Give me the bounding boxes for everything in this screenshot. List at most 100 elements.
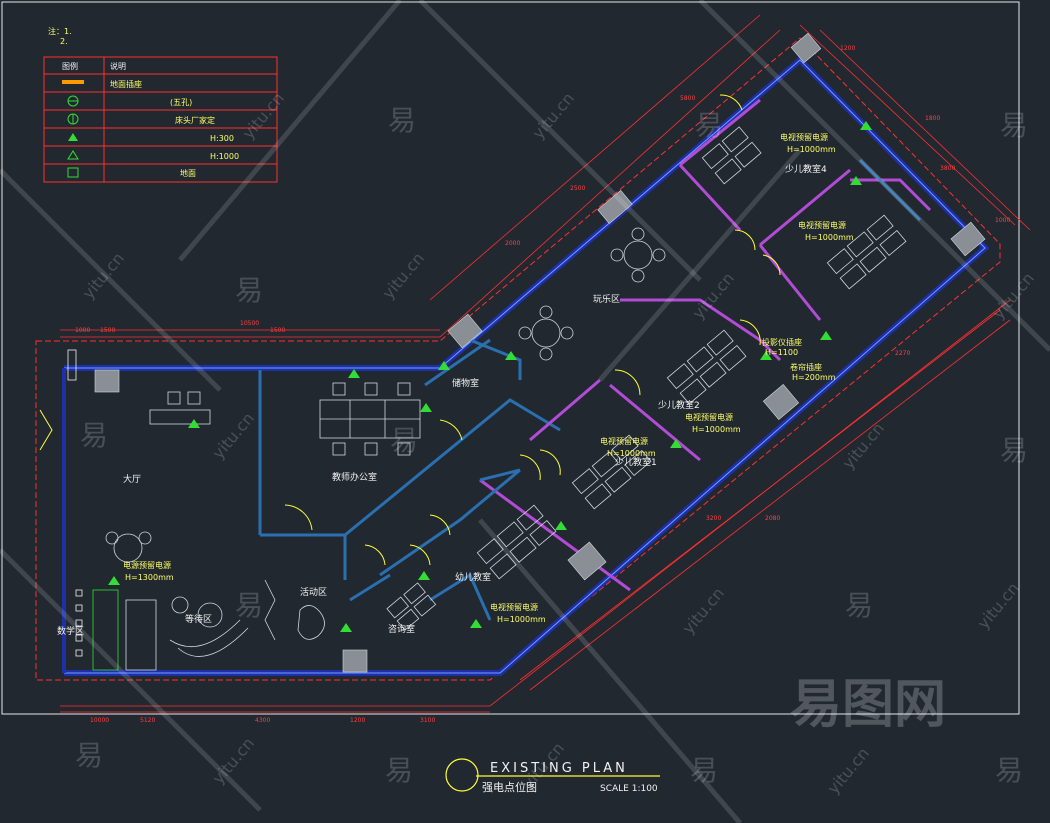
watermark-glyph: 易 (995, 754, 1023, 787)
structural-columns (94, 32, 986, 673)
callout-projector-height: H=1100 (765, 348, 798, 357)
note-line-1: 注：1. (48, 26, 72, 36)
watermark-domain: yitu.cn (839, 419, 888, 473)
room-activity: 活动区 (300, 586, 327, 598)
interior-partitions (258, 98, 932, 621)
room-reception: 数学区 (57, 625, 84, 637)
wall-outlet-icon (67, 95, 79, 107)
power-outlets (108, 121, 872, 632)
outlet-icon (67, 150, 79, 160)
exterior-walls (35, 37, 1001, 681)
watermark-glyph: 易 (845, 589, 873, 622)
floor-outlet-icon (67, 167, 79, 178)
dim-label: 2270 (895, 350, 910, 357)
room-consult: 咨询室 (388, 623, 415, 635)
watermark-glyph: 易 (235, 274, 263, 307)
callout-tv-height-2: H=1000mm (692, 425, 741, 434)
title-block: EXISTING PLAN 强电点位图 SCALE 1:100 (445, 758, 660, 794)
watermark-glyph: 易 (695, 109, 723, 142)
watermark-logo: 易图网 (790, 675, 946, 735)
legend-row-2: (五孔) (170, 98, 192, 107)
callout-reserve-power: 电源预留电源 (123, 560, 171, 570)
doors (39, 94, 781, 566)
outlet-icon (67, 113, 79, 125)
watermark-glyph: 易 (80, 419, 108, 452)
dim-label: 5120 (140, 717, 155, 724)
dim-label: 3200 (706, 515, 721, 522)
watermark-domain: yitu.cn (209, 734, 258, 788)
dimension-labels: 10500 1000 1500 1500 4300 3100 10000 120… (75, 45, 1010, 724)
watermark-domain: yitu.cn (824, 744, 873, 798)
legend-header-icon: 图例 (62, 61, 78, 71)
watermark-domain: yitu.cn (239, 89, 288, 143)
plan-scale: SCALE 1:100 (600, 784, 658, 794)
dim-label: 2080 (765, 515, 780, 522)
watermark-glyph: 易 (1000, 434, 1028, 467)
legend-row-4: H:300 (210, 134, 234, 143)
callout-tv-power-1: 电视预留电源 (600, 436, 648, 446)
watermark-glyph: 易 (1000, 109, 1028, 142)
watermark-domain: yitu.cn (679, 584, 728, 638)
dim-label: 3100 (420, 717, 435, 724)
watermark-domain: yitu.cn (209, 409, 258, 463)
watermark-glyph: 易 (690, 754, 718, 787)
dimension-lines (60, 14, 1031, 713)
room-infant: 幼儿教室 (455, 571, 491, 583)
legend-header-desc: 说明 (110, 61, 126, 71)
callout-curtain-height: H=200mm (792, 373, 836, 382)
note-line-2: 2. (60, 37, 68, 46)
dim-label: 1000 (995, 217, 1010, 224)
watermark-domain: yitu.cn (974, 579, 1023, 633)
dim-label: 1200 (350, 717, 365, 724)
legend-row-3: 床头厂家定 (175, 115, 215, 125)
watermark-glyph: 易 (235, 589, 263, 622)
dim-label: 2000 (505, 240, 520, 247)
callout-tv-power-2: 电视预留电源 (685, 412, 733, 422)
legend-row-5: H:1000 (210, 152, 239, 161)
callout-tv-height-3: H=1000mm (497, 615, 546, 624)
power-strip-icon (62, 80, 84, 84)
room-storage: 储物室 (452, 377, 479, 389)
dim-label: 1500 (270, 327, 285, 334)
watermark-glyph: 易 (388, 104, 416, 137)
room-youth1: 少儿教室1 (615, 456, 657, 468)
plan-title: EXISTING PLAN (490, 761, 628, 776)
room-play: 玩乐区 (593, 293, 620, 305)
room-youth4: 少儿教室4 (785, 163, 827, 175)
callout-tv-height-4: H=1000mm (787, 145, 836, 154)
callout-projector: 投影仪插座 (762, 337, 802, 347)
legend-row-1: 地面插座 (110, 79, 142, 89)
watermark-glyph: 易 (390, 424, 418, 457)
callout-tv-power-5: 电视预留电源 (798, 220, 846, 230)
drawing-frame (1, 1, 1020, 715)
dim-label: 10000 (90, 717, 109, 724)
dim-label: 10500 (240, 320, 259, 327)
dim-label: 5800 (680, 95, 695, 102)
watermark-glyph: 易 (75, 739, 103, 772)
furniture (67, 126, 907, 671)
dim-label: 1000 (75, 327, 90, 334)
callout-tv-height-1: H=1000mm (607, 449, 656, 458)
callout-reserve-height: H=1300mm (125, 573, 174, 582)
callout-curtain: 卷帘插座 (790, 362, 822, 372)
callout-tv-power-4: 电视预留电源 (780, 132, 828, 142)
watermark-glyph: 易 (385, 754, 413, 787)
room-office: 教师办公室 (332, 471, 377, 483)
plan-subtitle: 强电点位图 (482, 780, 537, 794)
outlet-icon (68, 133, 78, 141)
callout-tv-height-5: H=1000mm (805, 233, 854, 242)
dim-label: 1200 (840, 45, 855, 52)
room-waiting: 等待区 (185, 613, 212, 625)
dim-label: 4300 (255, 717, 270, 724)
room-youth2: 少儿教室2 (658, 399, 700, 411)
legend-table: 图例 说明 地面插座 (五孔) 床头厂家定 H:300 H:1000 地面 (43, 56, 278, 183)
callout-tv-power-3: 电视预留电源 (490, 602, 538, 612)
dim-label: 2500 (570, 185, 585, 192)
watermark-domain: yitu.cn (379, 249, 428, 303)
room-hall: 大厅 (123, 473, 141, 485)
dim-label: 3800 (940, 165, 955, 172)
legend-row-6: 地面 (180, 168, 196, 178)
